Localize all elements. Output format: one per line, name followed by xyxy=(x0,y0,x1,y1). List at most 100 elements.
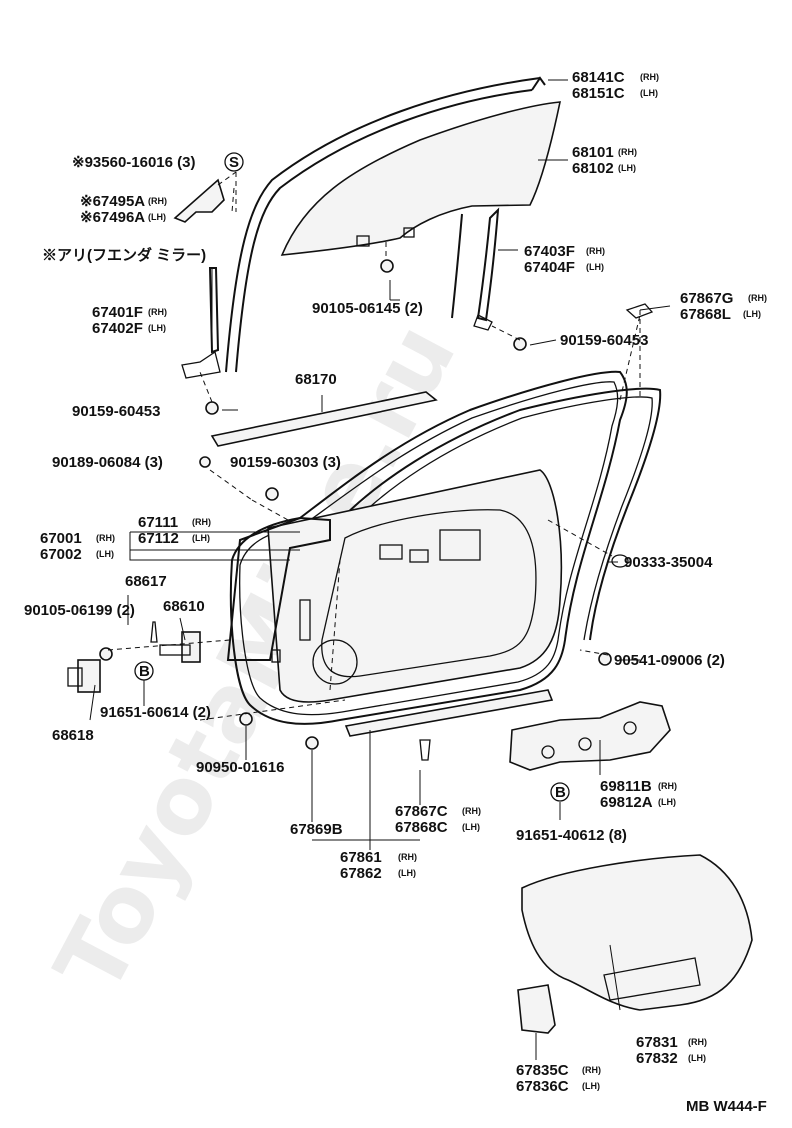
label-67835c-side: (RH) xyxy=(582,1065,601,1075)
label-67402f: 67402F xyxy=(92,320,143,337)
label-67861-side: (RH) xyxy=(398,852,417,862)
label-67867g: 67867G xyxy=(680,290,733,307)
label-90541-09006: 90541-09006 (2) xyxy=(614,652,725,669)
b-mark-right-text: B xyxy=(555,784,566,801)
label-67867c-side: (RH) xyxy=(462,806,481,816)
label-90159-60453-right: 90159-60453 xyxy=(560,332,648,349)
label-67836c: 67836C xyxy=(516,1078,569,1095)
label-68610: 68610 xyxy=(163,598,205,615)
hinge-pin xyxy=(150,621,158,643)
label-67868l-side: (LH) xyxy=(743,309,761,319)
label-90105-06199: 90105-06199 (2) xyxy=(24,602,135,619)
label-67403f-side: (RH) xyxy=(586,246,605,256)
door-glass xyxy=(280,101,562,256)
label-68102-side: (LH) xyxy=(618,163,636,173)
label-67496a: ※67496A xyxy=(80,209,145,226)
label-68141c: 68141C xyxy=(572,69,625,86)
label-90333-35004: 90333-35004 xyxy=(624,554,713,571)
label-67401f: 67401F xyxy=(92,304,143,321)
glass-run-channel xyxy=(225,76,546,373)
label-67868c: 67868C xyxy=(395,819,448,836)
regulator-details xyxy=(541,721,637,759)
label-69811b-side: (RH) xyxy=(658,781,677,791)
door-frame-loop xyxy=(339,387,662,641)
label-91651-40612: 91651-40612 (8) xyxy=(516,827,627,844)
footer-code: MB W444-F xyxy=(686,1098,767,1115)
b-mark-left-text: B xyxy=(139,663,150,680)
label-67496a-side: (LH) xyxy=(148,212,166,222)
delta-cover xyxy=(173,178,225,223)
label-67831: 67831 xyxy=(636,1034,678,1051)
service-hole xyxy=(312,639,358,685)
label-67835c: 67835C xyxy=(516,1062,569,1079)
label-67401f-side: (RH) xyxy=(148,307,167,317)
label-68618: 68618 xyxy=(52,727,94,744)
label-68101: 68101 xyxy=(572,144,614,161)
label-69812a: 69812A xyxy=(600,794,653,811)
hole-cover-large xyxy=(521,854,753,1011)
hole-cover-small xyxy=(517,984,556,1034)
label-67836c-side: (LH) xyxy=(582,1081,600,1091)
label-68617: 68617 xyxy=(125,573,167,590)
dash-leader-cover xyxy=(217,171,237,213)
door-weatherstrip xyxy=(229,370,628,725)
label-67495a-side: (RH) xyxy=(148,196,167,206)
scuff-plate xyxy=(344,689,554,737)
label-67112-side: (LH) xyxy=(192,533,210,543)
label-90189-06084: 90189-06084 (3) xyxy=(52,454,163,471)
front-channel xyxy=(181,267,221,379)
window-regulator xyxy=(509,701,671,771)
label-67832: 67832 xyxy=(636,1050,678,1067)
label-67001-side: (RH) xyxy=(96,533,115,543)
panel-inner-details xyxy=(271,529,481,663)
label-67868c-side: (LH) xyxy=(462,822,480,832)
label-67867c: 67867C xyxy=(395,803,448,820)
label-67404f: 67404F xyxy=(524,259,575,276)
label-90950-01616: 90950-01616 xyxy=(196,759,284,776)
door-outer-frame xyxy=(226,516,331,661)
label-91651-60614: 91651-60614 (2) xyxy=(100,704,211,721)
label-67404f-side: (LH) xyxy=(586,262,604,272)
label-67402f-side: (LH) xyxy=(148,323,166,333)
label-67867g-side: (RH) xyxy=(748,293,767,303)
rear-channel xyxy=(451,207,500,331)
dashed-leaders xyxy=(107,172,641,721)
label-67862: 67862 xyxy=(340,865,382,882)
label-67495a: ※67495A xyxy=(80,193,145,210)
belt-weatherstrip xyxy=(210,391,438,447)
label-69812a-side: (LH) xyxy=(658,797,676,807)
label-90159-60303: 90159-60303 (3) xyxy=(230,454,341,471)
label-67862-side: (LH) xyxy=(398,868,416,878)
label-68151c: 68151C xyxy=(572,85,625,102)
label-68151c-side: (LH) xyxy=(640,88,658,98)
glass-brackets xyxy=(356,227,415,247)
label-67112: 67112 xyxy=(138,530,179,547)
label-68101-side: (RH) xyxy=(618,147,637,157)
s-mark-text: S xyxy=(229,154,239,171)
label-93560: ※93560-16016 (3) xyxy=(72,154,196,171)
label-67403f: 67403F xyxy=(524,243,575,260)
b-mark-circle-right xyxy=(550,782,570,802)
label-67002: 67002 xyxy=(40,546,82,563)
label-67861: 67861 xyxy=(340,849,382,866)
door-opening xyxy=(321,509,537,678)
label-69811b: 69811B xyxy=(600,778,652,795)
label-67001: 67001 xyxy=(40,530,82,547)
label-90105-06145: 90105-06145 (2) xyxy=(312,300,423,317)
label-68170: 68170 xyxy=(295,371,337,388)
label-67831-side: (RH) xyxy=(688,1037,707,1047)
label-67002-side: (LH) xyxy=(96,549,114,559)
bolts xyxy=(99,259,629,761)
mirror-note: ※アリ(フエンダ ミラー) xyxy=(42,246,206,264)
label-67832-side: (LH) xyxy=(688,1053,706,1063)
label-67868l: 67868L xyxy=(680,306,731,323)
label-68141c-side: (RH) xyxy=(640,72,659,82)
label-90159-60453-left: 90159-60453 xyxy=(72,403,160,420)
hinge-lower xyxy=(67,659,101,693)
door-panel xyxy=(267,469,563,703)
clip-67867g xyxy=(625,303,654,319)
label-67111-side: (RH) xyxy=(192,517,211,527)
label-67869b: 67869B xyxy=(290,821,343,838)
